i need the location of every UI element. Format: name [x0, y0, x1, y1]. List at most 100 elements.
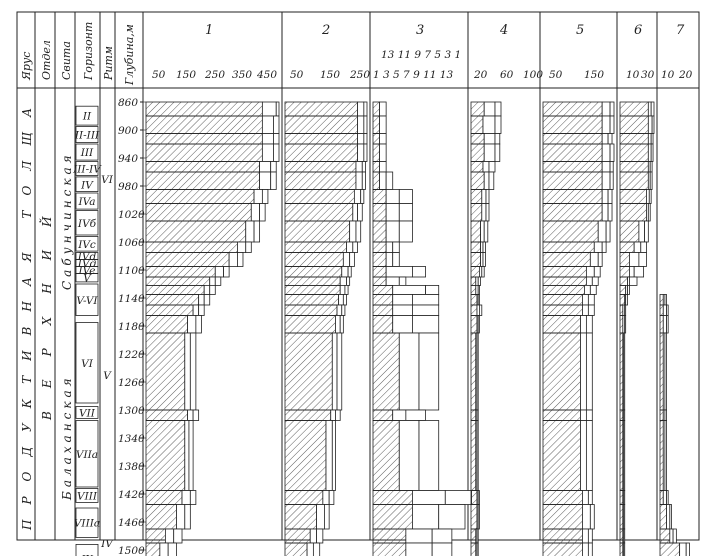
bar-c3: [372, 203, 387, 222]
horizon-label: VIII: [77, 490, 98, 502]
bar-c4-max: [476, 542, 479, 556]
bar-c7-outer: [666, 504, 671, 530]
bar-c1: [145, 504, 177, 530]
bar-c3: [372, 284, 394, 295]
bar-c5: [542, 332, 581, 411]
bar-c4-outer: [483, 101, 496, 117]
yarus-label: ПРОДУКТИВНАЯ ТОЛЩА: [20, 93, 34, 531]
bar-c3-outer: [405, 528, 433, 544]
bar-c1: [145, 252, 230, 267]
c1-tick: 50: [152, 69, 166, 81]
depth-label: 1260: [118, 377, 145, 389]
bar-c1-max: [275, 101, 280, 117]
bar-c4-outer: [482, 115, 496, 134]
bar-c5-max: [597, 252, 603, 267]
bar-c2-max: [339, 315, 344, 334]
depth-label: 980: [118, 181, 138, 193]
bar-c1: [145, 189, 255, 204]
bar-c2-max: [360, 189, 365, 204]
bar-c2-max: [355, 220, 362, 243]
bar-c5: [542, 252, 591, 267]
bar-c3-outer: [412, 490, 446, 505]
bar-c2-outer: [316, 504, 325, 530]
bar-c1-outer: [253, 189, 263, 204]
bar-c2: [284, 203, 354, 222]
bar-c5-max: [587, 542, 593, 556]
bar-c5: [542, 115, 603, 134]
bar-c5: [542, 420, 581, 491]
bar-c6: [619, 294, 626, 306]
bar-c2: [284, 332, 333, 411]
bar-c1-outer: [209, 276, 216, 286]
bar-c2-max: [349, 252, 355, 267]
bar-c7: [659, 542, 681, 556]
bar-c7: [659, 332, 664, 411]
bar-c2-outer: [357, 143, 365, 162]
bar-c1-outer: [192, 304, 200, 316]
bar-c5: [542, 504, 583, 530]
horizon-box: [75, 283, 99, 316]
depth-label: 1220: [118, 349, 145, 361]
bar-c5-outer: [601, 171, 611, 190]
bar-c1: [145, 284, 205, 295]
bar-c1: [145, 332, 186, 411]
bar-c6-max: [624, 304, 627, 316]
bar-c7-max: [664, 332, 667, 411]
bar-c3: [372, 315, 394, 334]
bar-c7-max: [666, 315, 669, 334]
bar-c1-max: [184, 504, 191, 530]
bar-c3: [372, 409, 394, 421]
bar-c3-max: [438, 504, 466, 530]
bar-c5-outer: [582, 294, 589, 306]
bar-c1-max: [237, 252, 244, 267]
bar-c3-max: [392, 252, 400, 267]
bar-c5-outer: [582, 542, 589, 556]
bar-c3-outer: [379, 133, 387, 145]
bar-c4-max: [483, 220, 489, 243]
bar-c7-outer: [662, 304, 667, 316]
table-frame: [16, 11, 700, 541]
bar-c5-outer: [580, 420, 587, 491]
horizon-label: IVд: [77, 258, 97, 270]
bar-c2-outer: [355, 161, 363, 173]
bar-c5-max: [585, 409, 593, 421]
bar-c6-max: [650, 101, 655, 117]
header-horizon: Горизонт: [82, 22, 95, 81]
bar-c2: [284, 490, 324, 505]
bar-c1-outer: [187, 315, 197, 334]
bar-c3: [372, 304, 394, 316]
bar-c2: [284, 504, 317, 530]
bar-c5-max: [609, 161, 614, 173]
bar-c7-max: [666, 490, 669, 505]
horizon-box: [75, 176, 99, 192]
bar-c4: [470, 294, 478, 306]
horizon-label: II: [82, 111, 92, 123]
bar-c2-max: [341, 304, 346, 316]
bar-c3-max: [398, 276, 407, 286]
bar-c1-max: [188, 420, 194, 491]
bar-c2-max: [335, 409, 341, 421]
bar-c6-max: [640, 241, 647, 253]
horizon-column: IIII-IIIIIIIII-IVIVIVaIVбIVcIVdIVдIVeVV-…: [72, 105, 102, 556]
bar-c5-outer: [593, 241, 603, 253]
bar-c6: [619, 101, 649, 117]
bar-c3-outer: [398, 332, 420, 411]
horizon-label: IVd: [77, 251, 97, 263]
bar-c3: [372, 266, 387, 278]
bar-c5-outer: [597, 220, 607, 243]
bar-c2-max: [357, 203, 363, 222]
bar-c1-max: [245, 241, 252, 253]
bar-c1: [145, 143, 263, 162]
bar-c2: [284, 241, 347, 253]
bar-c1-outer: [261, 101, 277, 117]
bar-c1-outer: [250, 203, 261, 222]
bar-c4: [470, 133, 485, 145]
bar-c1-max: [189, 332, 197, 411]
bar-c3-outer: [392, 304, 413, 316]
bar-c6-max: [638, 252, 647, 267]
bar-c5-max: [589, 284, 597, 295]
bar-c2: [284, 133, 358, 145]
bar-c5-max: [587, 490, 593, 505]
bar-c1: [145, 101, 263, 117]
